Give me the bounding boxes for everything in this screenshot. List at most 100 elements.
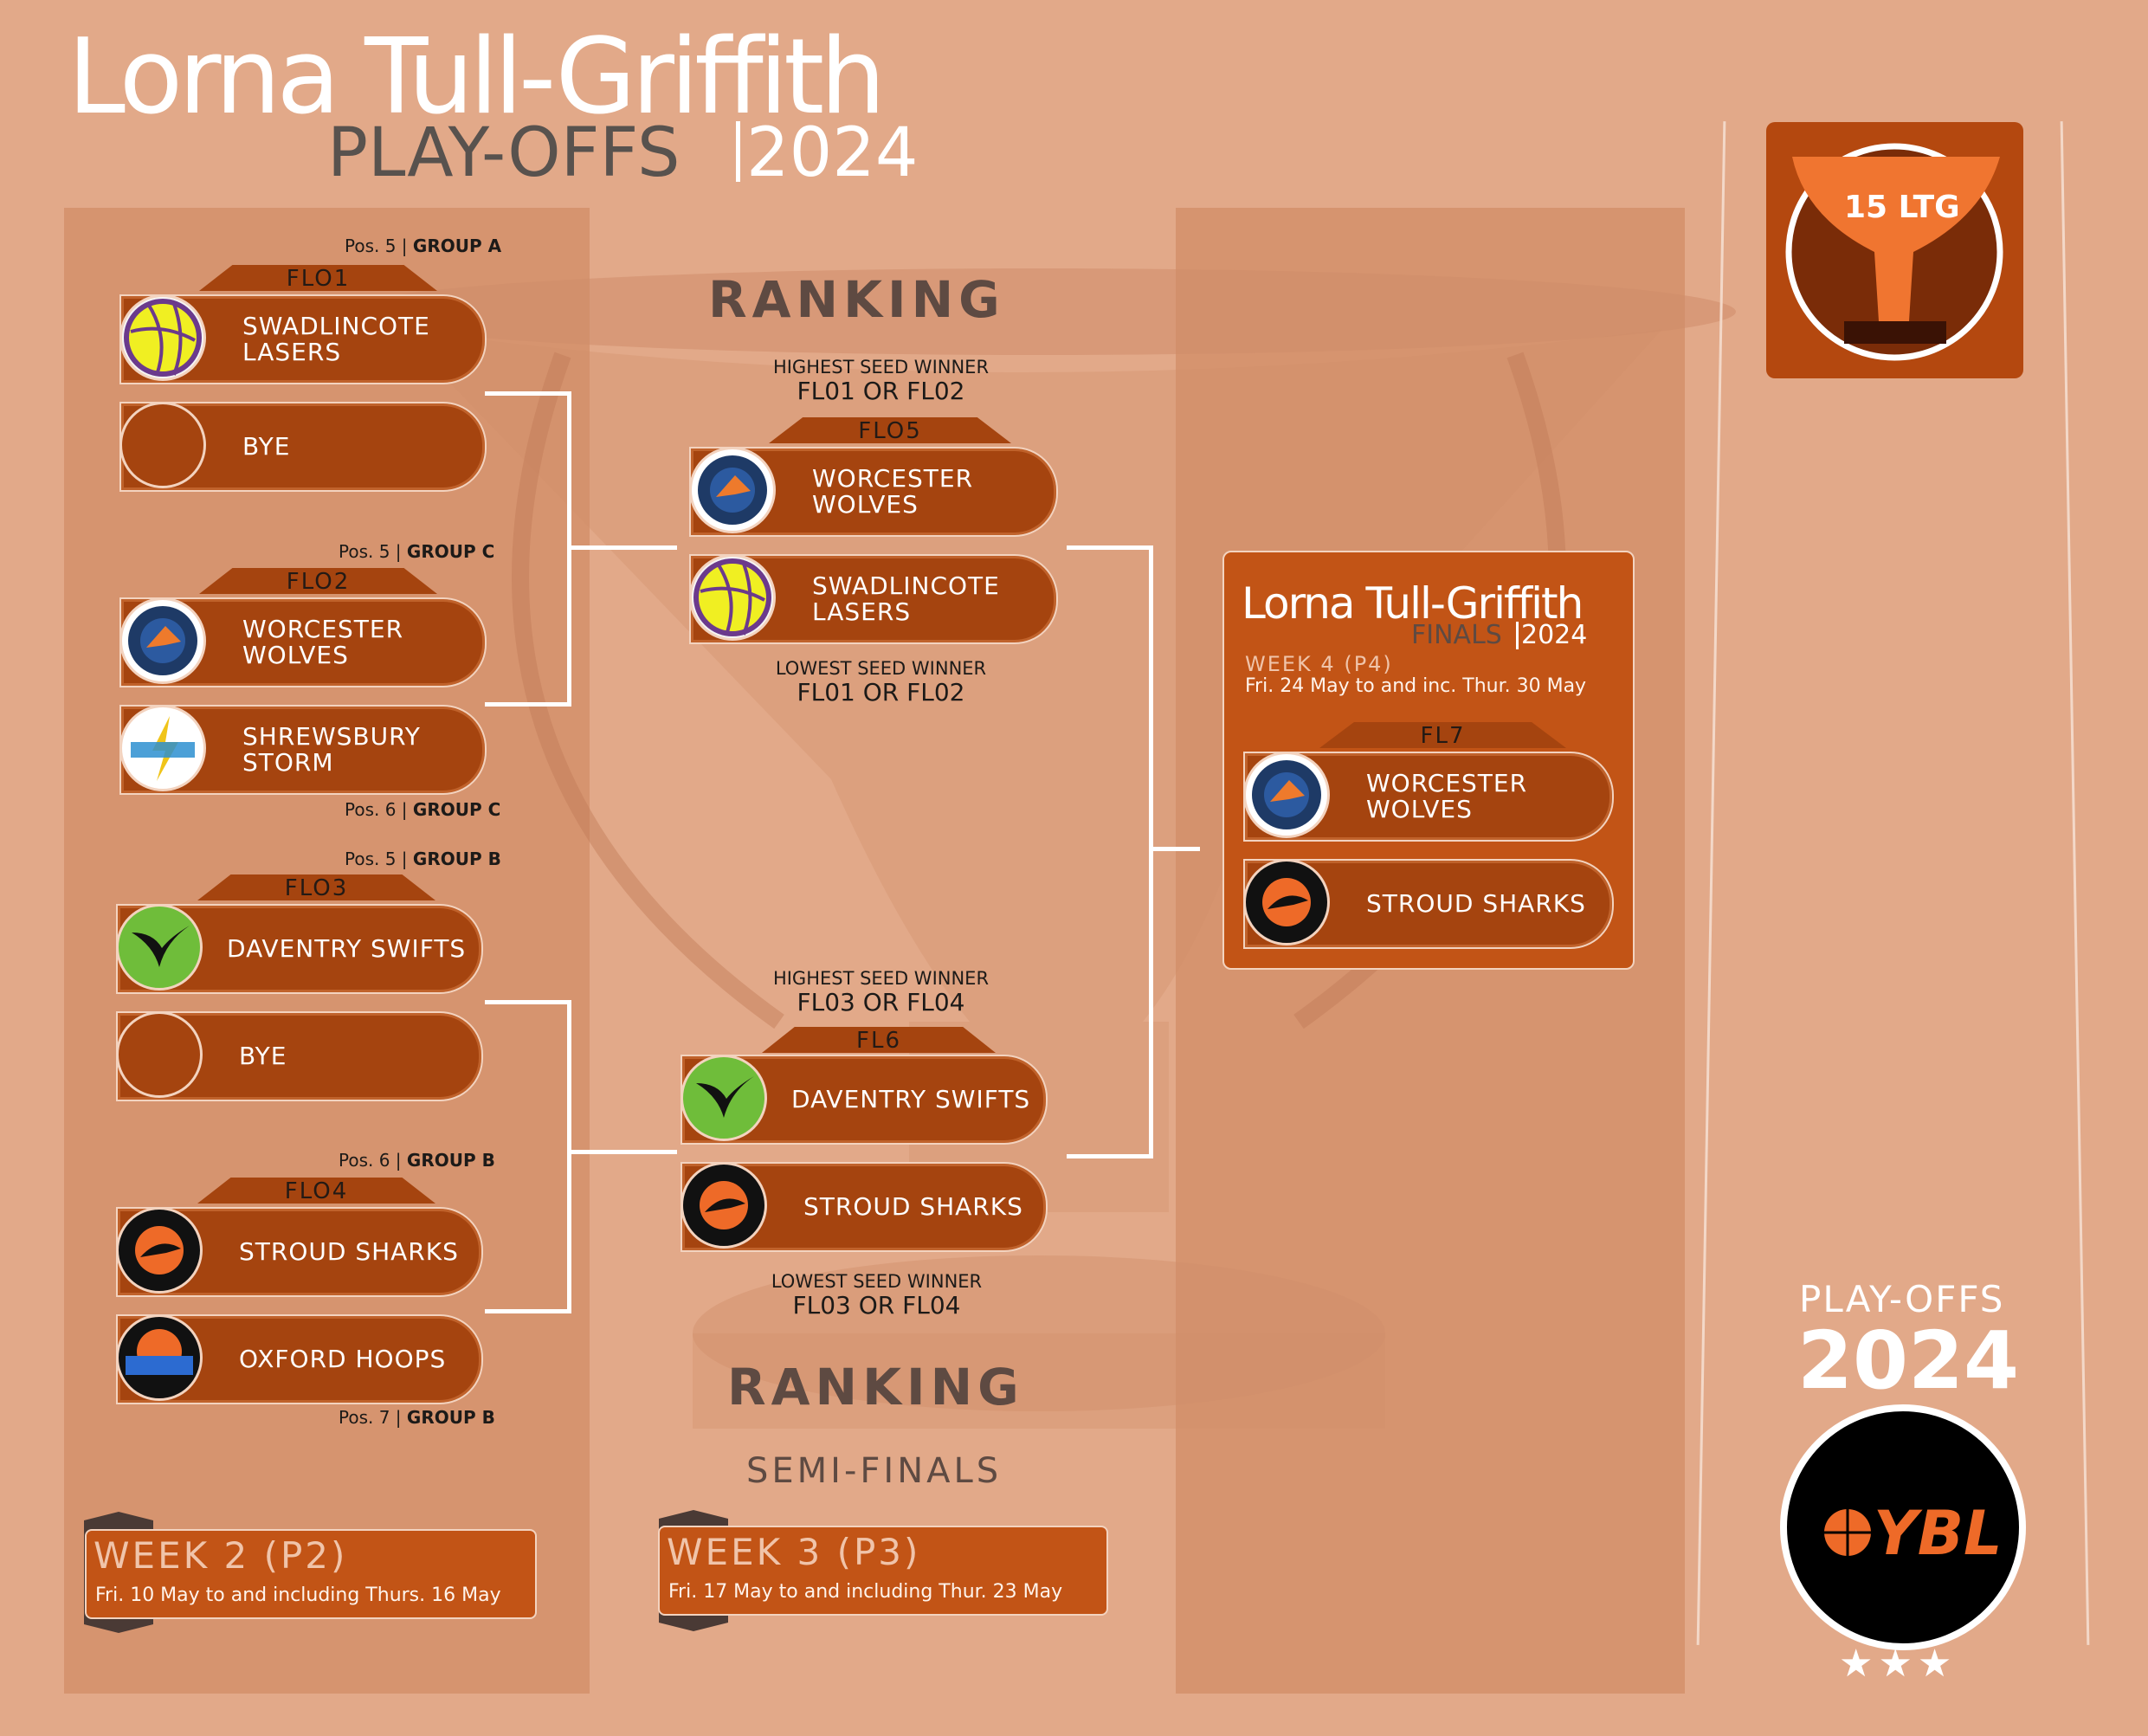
team-name: WORCESTER WOLVES [812, 464, 974, 519]
shark-icon [135, 1226, 184, 1275]
swadlincote-lasers-logo [119, 294, 206, 381]
team-worcester-wolves[interactable]: WORCESTER WOLVES [119, 597, 487, 687]
subtitle-divider [736, 121, 740, 182]
fl5-tab: FLO5 [769, 417, 1011, 443]
team-name: DAVENTRY SWIFTS [227, 934, 467, 963]
team-stroud-sharks[interactable]: STROUD SHARKS [116, 1207, 483, 1297]
team-stroud-sharks-final[interactable]: STROUD SHARKS [1243, 859, 1614, 949]
team-name: OXFORD HOOPS [239, 1345, 447, 1373]
week2-card: WEEK 2 (P2) Fri. 10 May to and including… [85, 1529, 537, 1619]
team-name: STROUD SHARKS [803, 1192, 1023, 1221]
week3-card: WEEK 3 (P3) Fri. 17 May to and including… [658, 1526, 1108, 1616]
wolf-icon [698, 455, 767, 525]
team-name: STROUD SHARKS [1366, 889, 1586, 918]
trophy-badge-label: 15 LTG [1844, 190, 1960, 225]
team-name: SWADLINCOTE LASERS [812, 571, 1000, 626]
team-name: DAVENTRY SWIFTS [791, 1085, 1031, 1113]
fl04-pos-bottom: Pos. 7 | GROUP B [339, 1407, 495, 1428]
team-name: WORCESTER WOLVES [1366, 769, 1528, 823]
team-name: SWADLINCOTE LASERS [242, 312, 430, 366]
team-name: BYE [239, 1042, 287, 1070]
daventry-swifts-logo [116, 904, 203, 991]
week2-dates: Fri. 10 May to and including Thurs. 16 M… [95, 1584, 501, 1606]
team-name: SHREWSBURY STORM [242, 722, 421, 777]
ranking-bottom-label: RANKING [727, 1358, 1024, 1417]
connector-to-final [1153, 847, 1200, 851]
team-name: WORCESTER WOLVES [242, 615, 404, 669]
wolf-icon [128, 606, 197, 675]
final-title: Lorna Tull-Griffith [1242, 578, 1584, 629]
right-divider-right [2060, 121, 2090, 1645]
swift-bird-icon [132, 926, 190, 967]
final-sub-year: 2024 [1521, 620, 1588, 650]
wolf-icon [1252, 760, 1321, 829]
fl04-pos-top: Pos. 6 | GROUP B [339, 1150, 495, 1171]
stroud-sharks-logo [681, 1162, 767, 1249]
badge-playoffs: PLAY-OFFS [1799, 1278, 2005, 1320]
team-bye[interactable]: BYE [119, 402, 487, 492]
page-subtitle-playoffs: PLAY-OFFS [327, 114, 681, 192]
fl7-tab: FL7 [1319, 722, 1566, 748]
team-daventry-swifts-semi[interactable]: DAVENTRY SWIFTS [681, 1055, 1048, 1145]
team-stroud-sharks-semi[interactable]: STROUD SHARKS [681, 1162, 1048, 1252]
shark-icon [700, 1181, 748, 1229]
worcester-wolves-logo [1243, 752, 1330, 838]
bracket-fl03-fl04 [485, 1000, 571, 1313]
oxford-hoops-logo [116, 1314, 203, 1401]
page-title: Lorna Tull-Griffith [68, 17, 886, 138]
swift-bird-icon [696, 1076, 754, 1118]
team-worcester-wolves-semi[interactable]: WORCESTER WOLVES [689, 447, 1058, 537]
badge-stars: ★★★ [1839, 1642, 1958, 1686]
connector-to-fl5 [571, 545, 677, 550]
final-dates: Fri. 24 May to and inc. Thur. 30 May [1245, 675, 1587, 697]
basketball-icon [1824, 1509, 1871, 1556]
hoops-icon [126, 1329, 193, 1375]
week3-dates: Fri. 17 May to and including Thur. 23 Ma… [668, 1581, 1063, 1603]
stroud-sharks-logo [1243, 859, 1330, 945]
shrewsbury-storm-logo [119, 705, 206, 791]
team-worcester-wolves-final[interactable]: WORCESTER WOLVES [1243, 752, 1614, 842]
fl02-pos-top: Pos. 5 | GROUP C [339, 541, 495, 562]
ybl-logo: YBL [1780, 1404, 2026, 1650]
team-swadlincote-lasers[interactable]: SWADLINCOTE LASERS [119, 294, 487, 384]
swadlincote-lasers-logo [689, 554, 776, 641]
fl03-tab: FLO3 [197, 874, 435, 900]
ranking-top-label: RANKING [708, 270, 1005, 329]
team-oxford-hoops[interactable]: OXFORD HOOPS [116, 1314, 483, 1404]
basketball-icon [693, 558, 771, 636]
empty-logo [119, 402, 206, 488]
team-daventry-swifts[interactable]: DAVENTRY SWIFTS [116, 904, 483, 994]
fl02-tab: FLO2 [199, 568, 437, 594]
team-name: STROUD SHARKS [239, 1237, 459, 1266]
empty-logo [116, 1011, 203, 1098]
trophy-icon [1785, 143, 2003, 361]
storm-icon [131, 716, 195, 781]
team-swadlincote-lasers-semi[interactable]: SWADLINCOTE LASERS [689, 554, 1058, 644]
fl01-tab: FLO1 [199, 265, 437, 291]
badge-year: 2024 [1797, 1314, 2020, 1407]
daventry-swifts-logo [681, 1055, 767, 1141]
team-shrewsbury-storm[interactable]: SHREWSBURY STORM [119, 705, 487, 795]
team-bye-2[interactable]: BYE [116, 1011, 483, 1101]
team-name: BYE [242, 432, 291, 461]
connector-to-fl6 [571, 1150, 677, 1154]
semi-finals-label: SEMI-FINALS [746, 1451, 1003, 1491]
stroud-sharks-logo [116, 1207, 203, 1294]
worcester-wolves-logo [119, 597, 206, 684]
ybl-logo-text: YBL [1874, 1498, 2003, 1569]
bracket-fl01-fl02 [485, 391, 571, 707]
final-sub-divider [1516, 622, 1519, 649]
week3-title: WEEK 3 (P3) [667, 1531, 921, 1573]
fl02-pos-bottom: Pos. 6 | GROUP C [345, 799, 501, 820]
week2-title: WEEK 2 (P2) [94, 1534, 348, 1577]
final-sub-finals: FINALS [1411, 620, 1502, 650]
fl6-tab: FL6 [762, 1027, 996, 1053]
trophy-badge: 15 LTG [1766, 122, 2023, 378]
page-subtitle-year: 2024 [746, 114, 919, 192]
fl03-pos-top: Pos. 5 | GROUP B [345, 849, 501, 869]
basketball-icon [124, 299, 202, 377]
